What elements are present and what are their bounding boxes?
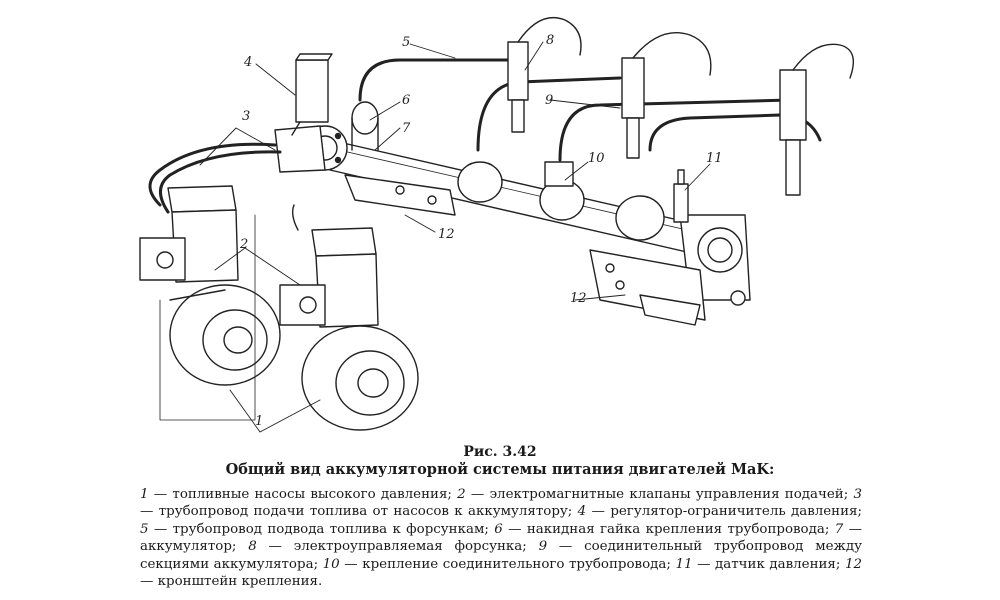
legend-item: 8 — электроуправляемая форсунка; bbox=[248, 539, 539, 555]
legend-item-text: регулятор-ограничитель давления bbox=[610, 504, 858, 520]
legend-item-text: электромагнитные клапаны управления пода… bbox=[489, 487, 844, 502]
callout-leaders bbox=[199, 41, 711, 433]
legend-item: 2 — электромагнитные клапаны управления … bbox=[457, 487, 854, 502]
fuel-pump-left bbox=[139, 185, 281, 386]
accumulator-rail bbox=[274, 125, 751, 306]
legend-item-text: топливные насосы высокого давления bbox=[172, 487, 448, 502]
legend-item-text: соединительный трубопровод между секциям… bbox=[140, 539, 862, 572]
callout-6: 6 bbox=[402, 93, 410, 108]
legend-item-number: 12 bbox=[844, 556, 862, 572]
callout-12-right: 12 bbox=[570, 291, 587, 306]
callout-12-left: 12 bbox=[438, 227, 455, 242]
legend-item-number: 4 bbox=[577, 504, 587, 520]
figure-title: Общий вид аккумуляторной системы питания… bbox=[225, 461, 775, 478]
legend-item: 6 — накидная гайка крепления трубопровод… bbox=[494, 521, 835, 537]
injectors bbox=[507, 16, 854, 196]
figure-legend: 1 — топливные насосы высокого давления; … bbox=[140, 486, 862, 590]
legend-item-text: кронштейн крепления bbox=[157, 574, 318, 590]
callout-9: 9 bbox=[545, 93, 553, 108]
legend-item-number: 5 bbox=[140, 521, 149, 537]
callout-4: 4 bbox=[243, 55, 252, 70]
legend-item-text: накидная гайка крепления трубопровода bbox=[526, 521, 825, 537]
callout-8: 8 bbox=[546, 33, 554, 48]
supply-pipe bbox=[148, 142, 282, 214]
legend-item-number: 2 bbox=[457, 487, 466, 502]
legend-item: 4 — регулятор-ограничитель давления; bbox=[577, 504, 862, 520]
callout-2: 2 bbox=[239, 237, 248, 252]
legend-item: 12 — кронштейн крепления. bbox=[140, 556, 862, 590]
legend-item: 5 — трубопровод подвода топлива к форсун… bbox=[140, 521, 495, 537]
legend-item-number: 9 bbox=[538, 539, 548, 555]
callout-11: 11 bbox=[706, 151, 723, 166]
callout-5: 5 bbox=[402, 35, 410, 50]
pressure-regulator bbox=[291, 53, 333, 136]
figure-number: Рис. 3.42 bbox=[463, 444, 537, 460]
callout-10: 10 bbox=[588, 151, 605, 166]
callout-7: 7 bbox=[402, 121, 411, 136]
legend-item-text: датчик давления bbox=[715, 556, 836, 572]
legend-item-number: 7 bbox=[834, 521, 844, 537]
legend-item-number: 8 bbox=[248, 539, 257, 555]
legend-item-number: 11 bbox=[675, 556, 693, 572]
legend-item: 3 — трубопровод подачи топлива от насосо… bbox=[140, 487, 862, 520]
legend-item: 11 — датчик давления; bbox=[675, 556, 845, 572]
legend-item-text: электроуправляемая форсунка bbox=[293, 539, 523, 555]
legend-item-text: аккумулятор bbox=[140, 539, 232, 555]
injector-pipes bbox=[358, 58, 822, 162]
legend-item-number: 3 bbox=[853, 487, 862, 502]
legend-item-text: трубопровод подачи топлива от насосов к … bbox=[158, 504, 568, 520]
callout-1: 1 bbox=[255, 414, 263, 429]
legend-item-number: 1 bbox=[140, 487, 149, 502]
legend-item-number: 10 bbox=[322, 556, 340, 572]
legend-item: 9 — соединительный трубопровод между сек… bbox=[140, 539, 862, 572]
pipe-clamp bbox=[544, 161, 574, 187]
legend-item-text: трубопровод подвода топлива к форсункам bbox=[172, 521, 485, 537]
legend-item-text: крепление соединительного трубопровода bbox=[362, 556, 667, 572]
legend-item-number: 6 bbox=[494, 521, 503, 537]
mounting-bracket-left bbox=[344, 174, 456, 216]
callout-3: 3 bbox=[242, 109, 250, 124]
legend-item: 1 — топливные насосы высокого давления; bbox=[140, 487, 458, 502]
legend-item: 7 — аккумулятор; bbox=[140, 521, 862, 555]
technical-drawing: 1 2 3 4 5 6 7 8 9 10 11 12 12 bbox=[139, 16, 854, 433]
legend-item: 10 — крепление соединительного трубопров… bbox=[322, 556, 676, 572]
fuel-pump-right bbox=[279, 204, 419, 431]
